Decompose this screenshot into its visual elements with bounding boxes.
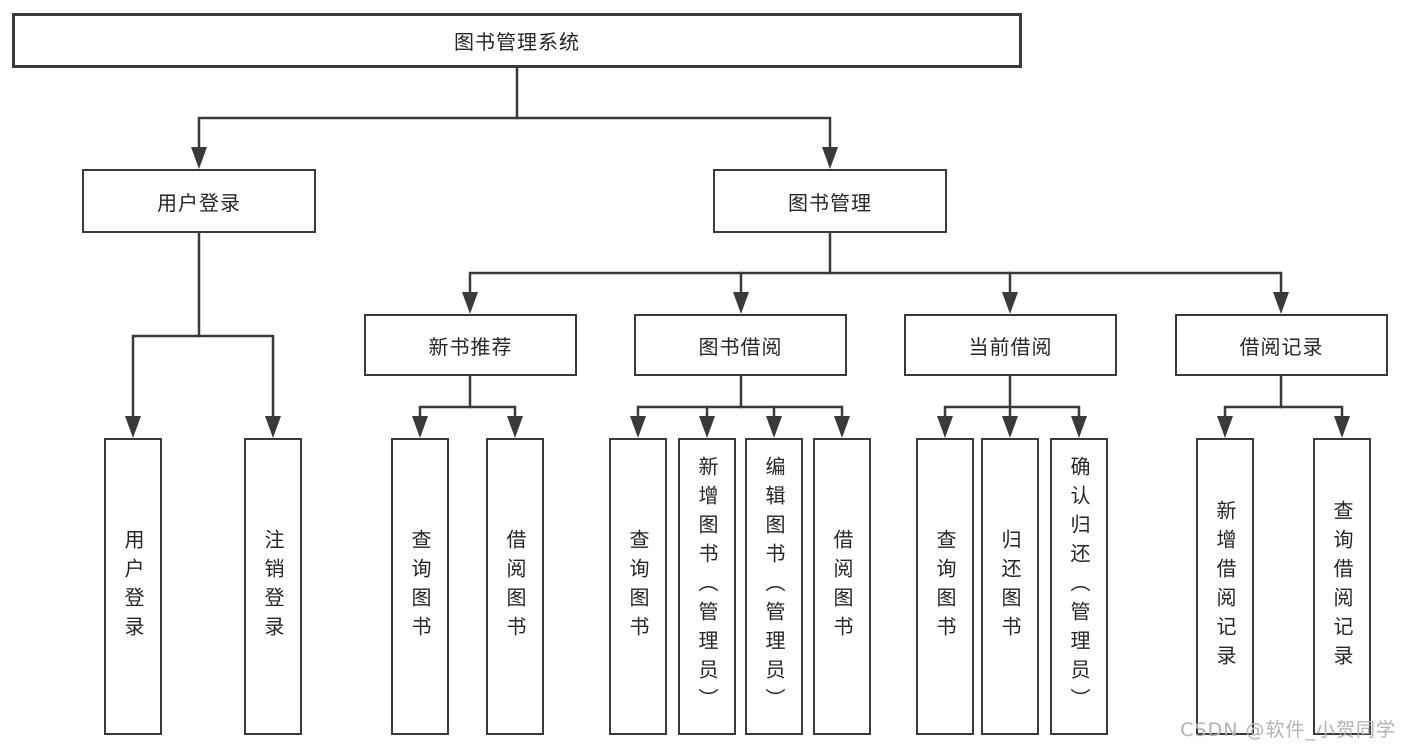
node-label: 图书管理系统 (454, 30, 580, 54)
leaf-label: 确认归还（管理员） (1067, 456, 1091, 717)
node-current-borrowing: 当前借阅 (904, 314, 1117, 376)
leaf-label: 注销登录 (261, 528, 285, 645)
arrowheads (125, 147, 1350, 438)
node-book-borrowing: 图书借阅 (634, 314, 847, 376)
leaf-borrow-books-recommend: 借阅图书 (486, 438, 544, 735)
leaf-label: 查询图书 (933, 528, 957, 645)
leaf-label: 编辑图书（管理员） (762, 456, 786, 717)
leaf-label: 查询借阅记录 (1330, 499, 1354, 674)
watermark: CSDN @软件_小贺同学 (1180, 719, 1396, 741)
leaf-query-borrow-record: 查询借阅记录 (1313, 438, 1371, 735)
leaf-label: 用户登录 (121, 528, 145, 645)
node-user-login: 用户登录 (82, 169, 316, 233)
leaf-borrow-books-borrowing: 借阅图书 (813, 438, 871, 735)
leaf-edit-books-admin: 编辑图书（管理员） (745, 438, 803, 735)
leaf-add-borrow-record: 新增借阅记录 (1196, 438, 1254, 735)
leaf-label: 查询图书 (626, 528, 650, 645)
leaf-label: 新增借阅记录 (1213, 499, 1237, 674)
leaf-label: 归还图书 (998, 528, 1022, 645)
leaf-label: 查询图书 (408, 528, 432, 645)
node-library-management-system: 图书管理系统 (12, 13, 1022, 68)
leaf-add-books-admin: 新增图书（管理员） (678, 438, 736, 735)
node-label: 图书管理 (788, 190, 872, 215)
node-borrowing-records: 借阅记录 (1175, 314, 1388, 376)
leaf-label: 借阅图书 (830, 528, 854, 645)
leaf-logout: 注销登录 (244, 438, 302, 735)
leaf-confirm-return-admin: 确认归还（管理员） (1050, 438, 1108, 735)
leaf-query-books-borrowing: 查询图书 (609, 438, 667, 735)
node-book-management: 图书管理 (713, 169, 947, 233)
node-label: 新书推荐 (428, 334, 513, 359)
leaf-query-books-recommend: 查询图书 (391, 438, 449, 735)
leaf-return-books: 归还图书 (981, 438, 1039, 735)
node-label: 用户登录 (157, 190, 241, 215)
node-new-book-recommendation: 新书推荐 (364, 314, 577, 376)
leaf-user-login: 用户登录 (104, 438, 162, 735)
node-label: 图书借阅 (698, 334, 783, 359)
leaf-query-books-current: 查询图书 (916, 438, 974, 735)
node-label: 借阅记录 (1239, 334, 1324, 359)
node-label: 当前借阅 (968, 334, 1053, 359)
leaf-label: 借阅图书 (503, 528, 527, 645)
leaf-label: 新增图书（管理员） (695, 456, 719, 717)
